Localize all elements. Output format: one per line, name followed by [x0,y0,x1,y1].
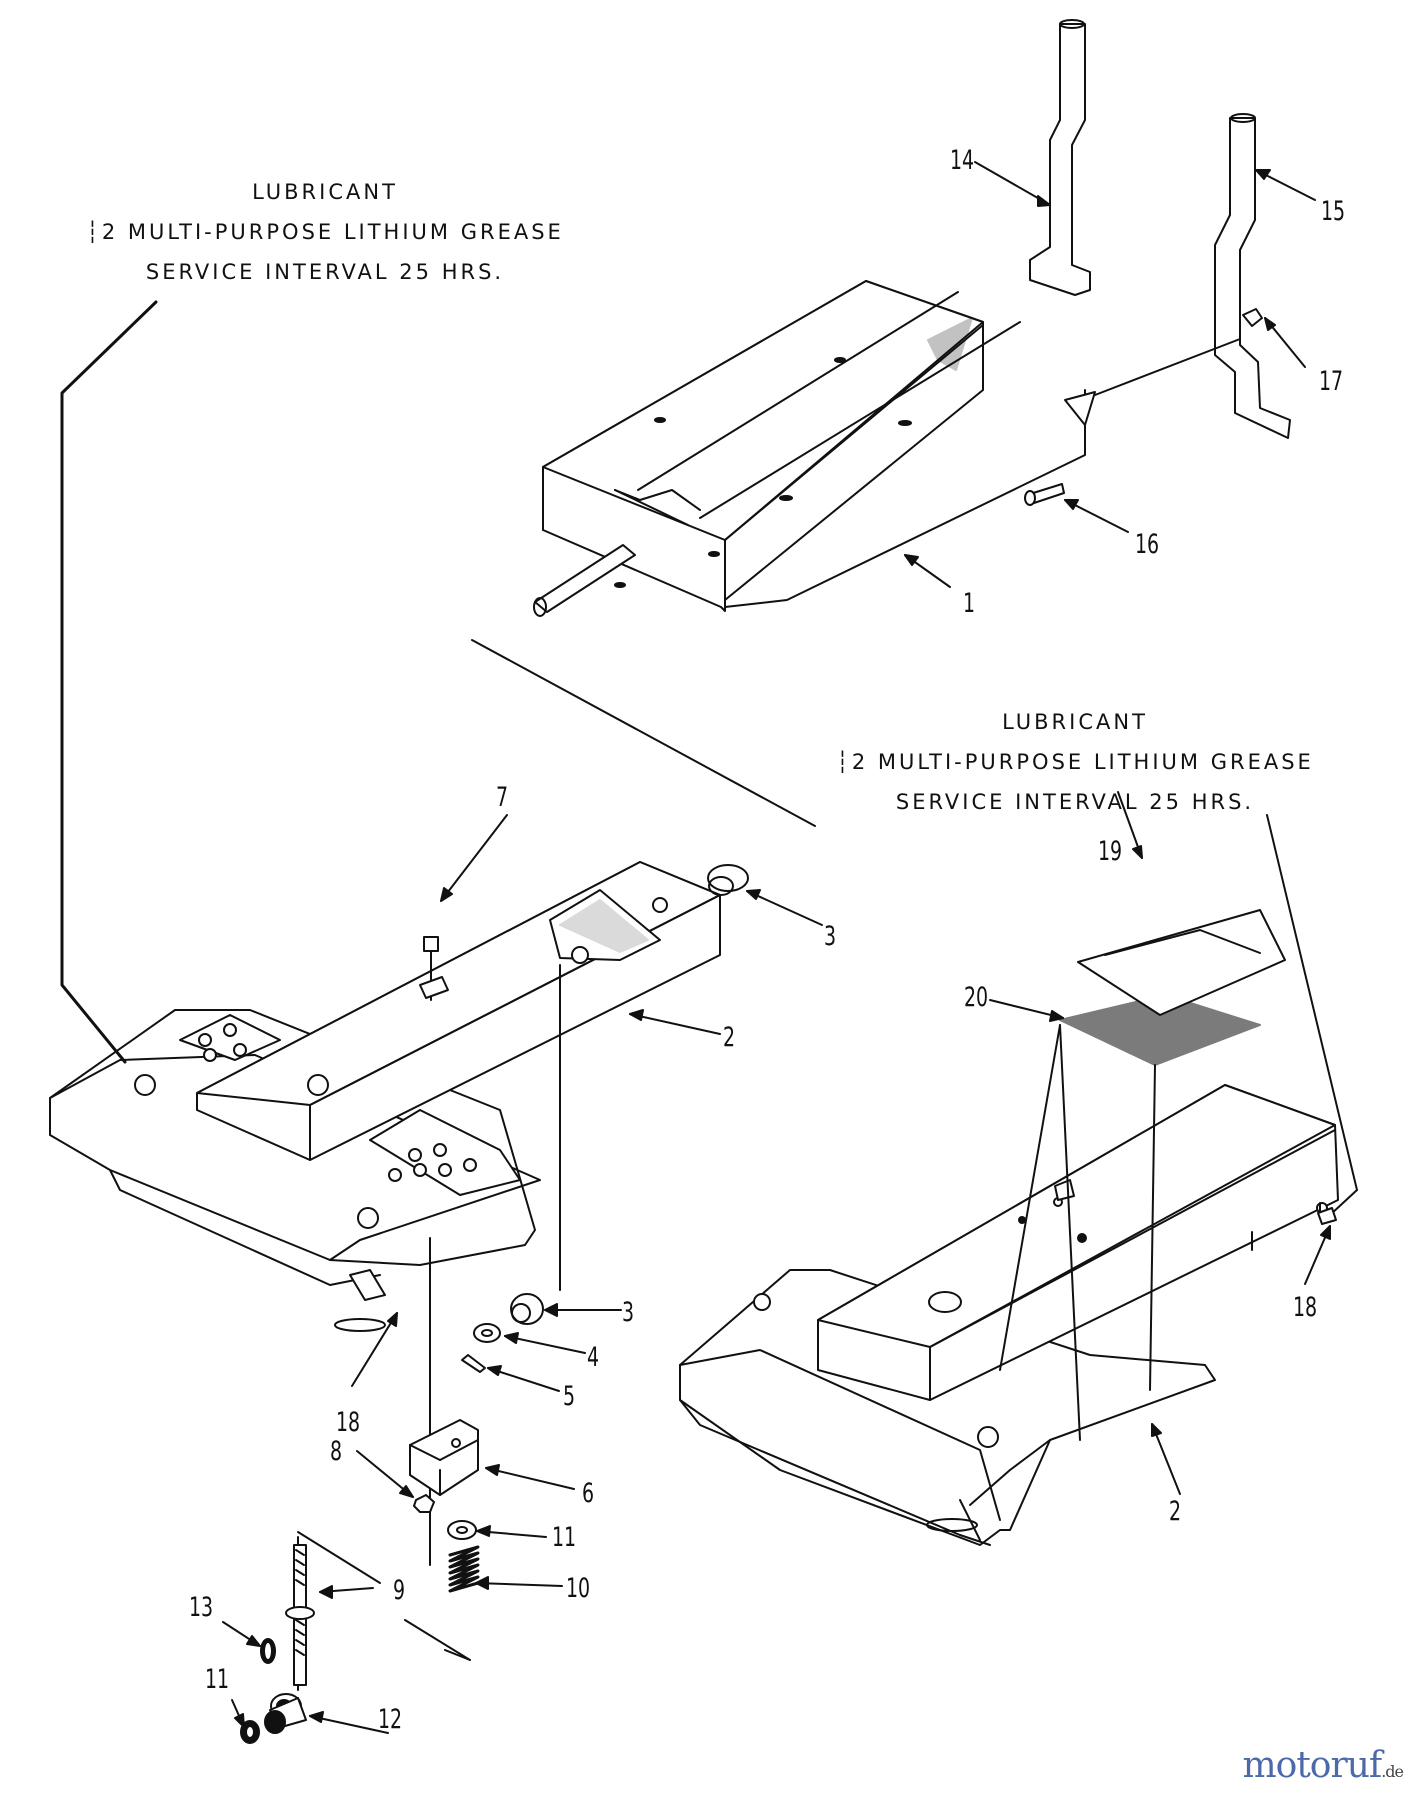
washer-part-11-upper [447,1520,477,1540]
callout-6: 6 [582,1478,595,1509]
callout-15: 15 [1321,196,1346,227]
bolt-part-16 [1024,483,1065,506]
callout-18-right: 18 [1293,1292,1318,1323]
nut-part-8 [413,1494,435,1513]
lubricant-grease-line: ┆2 MULTI-PURPOSE LITHIUM GREASE [86,220,564,244]
washer-part-11-lower [240,1720,260,1744]
callout-5: 5 [563,1381,576,1412]
callout-3-lower: 3 [622,1297,635,1328]
bolt-part-7 [419,936,449,1001]
callout-9: 9 [393,1575,406,1606]
callout-19: 19 [1098,836,1123,867]
callout-16: 16 [1135,529,1160,560]
spring-part-10 [448,1545,480,1593]
callout-1: 1 [963,588,976,619]
seat-pedestal-left [49,861,721,1566]
callout-8: 8 [330,1436,343,1467]
pin-part-5 [461,1354,486,1373]
callout-17: 17 [1319,366,1344,397]
lubricant-interval-line: SERVICE INTERVAL 25 HRS. [895,790,1255,814]
callout-4: 4 [587,1342,600,1373]
stud-part-9 [285,1531,471,1691]
callout-12: 12 [378,1704,403,1735]
leader-lube-left [60,300,158,1064]
lubricant-note-right: LUBRICANT ┆2 MULTI-PURPOSE LITHIUM GREAS… [805,702,1345,822]
bushing-part-3-upper [707,864,749,896]
callout-7: 7 [496,782,509,813]
seat-pan-part-1 [471,280,1096,827]
callout-20: 20 [964,982,989,1013]
callout-18-left: 18 [336,1407,361,1438]
callout-2-left: 2 [723,1022,736,1053]
callout-2-right: 2 [1169,1496,1182,1527]
bracket-part-6 [409,1419,479,1496]
seat-rod-part-14 [1029,19,1091,296]
lubricant-title: LUBRICANT [1002,710,1148,734]
callout-10: 10 [566,1573,591,1604]
callout-3-upper: 3 [824,921,837,952]
seat-pedestal-right [679,814,1358,1546]
lubricant-interval-line: SERVICE INTERVAL 25 HRS. [145,260,505,284]
watermark-logo: motoruf.de [1242,1745,1404,1786]
washer-part-4 [473,1323,501,1343]
callout-11-upper: 11 [552,1522,577,1553]
lubricant-grease-line: ┆2 MULTI-PURPOSE LITHIUM GREASE [836,750,1314,774]
bushing-part-3-lower [510,1293,544,1325]
spacer-part-13 [260,1638,276,1664]
callout-13: 13 [189,1592,214,1623]
lubricant-title: LUBRICANT [252,180,398,204]
clevis-part-12 [264,1693,307,1734]
callout-arrows [222,161,1331,1734]
callout-14: 14 [950,145,975,176]
seat-rod-part-15 [1094,113,1291,439]
lubricant-note-left: LUBRICANT ┆2 MULTI-PURPOSE LITHIUM GREAS… [55,172,595,292]
callout-11-lower: 11 [205,1664,230,1695]
